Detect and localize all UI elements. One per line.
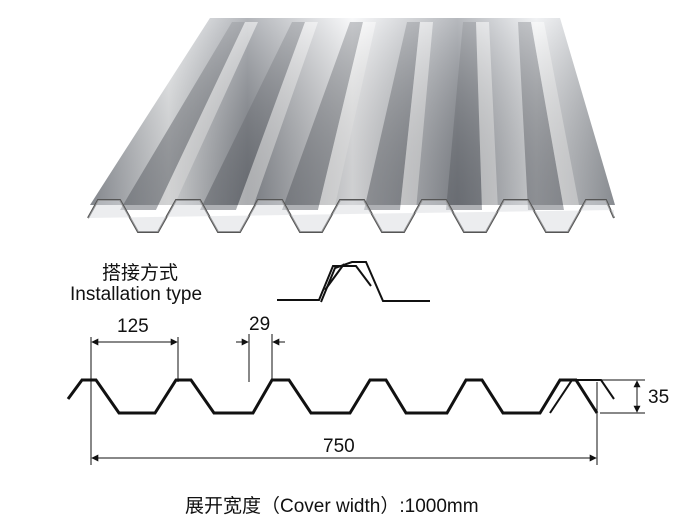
installation-label-chinese: 搭接方式 (102, 262, 179, 284)
cover-width-value: :1000mm (399, 496, 479, 517)
cover-width-label-english: （Cover width） (261, 496, 400, 517)
installation-label-english: Installation type (70, 284, 203, 305)
cover-width-caption: 展开宽度（Cover width）:1000mm (185, 491, 479, 518)
rib-pitch-dimension: 125 (117, 316, 149, 337)
effective-width-dimension: 750 (323, 436, 355, 457)
rib-height-dimension: 35 (648, 387, 670, 408)
profile-cross-section (66, 378, 615, 415)
dimension-lines (90, 334, 645, 465)
installation-detail-drawing (277, 261, 430, 303)
corrugated-sheet-image (87, 18, 615, 233)
cover-width-label-chinese: 展开宽度 (185, 495, 262, 517)
rib-top-dimension: 29 (249, 314, 271, 335)
